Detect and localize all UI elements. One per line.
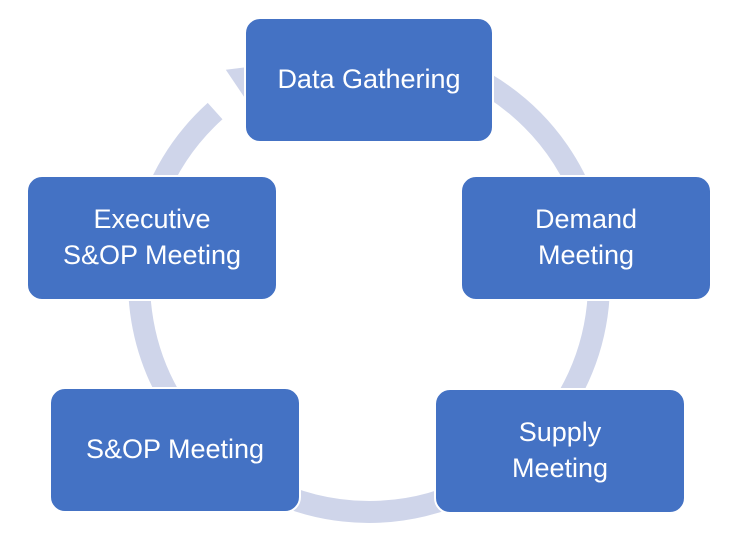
node-executive-sop-meeting: Executive S&OP Meeting	[26, 175, 278, 301]
node-label-line: Meeting	[537, 240, 635, 270]
node-label-line: S&OP Meeting	[85, 434, 265, 465]
node-label-line: Meeting	[511, 453, 609, 483]
node-label-line: S&OP Meeting	[62, 240, 242, 270]
node-label-line: Data Gathering	[277, 64, 461, 95]
node-sop-meeting: S&OP Meeting	[49, 387, 301, 513]
node-demand-meeting: Demand Meeting	[460, 175, 712, 301]
node-label-line: Demand	[534, 204, 638, 235]
node-data-gathering: Data Gathering	[244, 17, 494, 143]
node-label-line: Supply	[518, 417, 602, 448]
node-label-line: Executive	[93, 204, 211, 235]
node-supply-meeting: Supply Meeting	[434, 388, 686, 514]
